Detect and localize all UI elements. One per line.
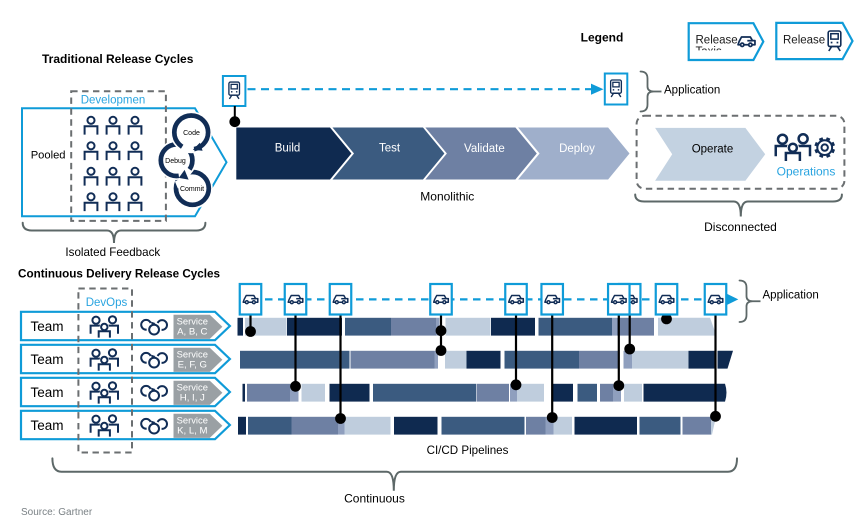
svg-text:Continuous: Continuous <box>344 492 405 506</box>
svg-text:Release: Release <box>696 35 738 47</box>
svg-text:Service: Service <box>177 315 208 326</box>
svg-text:Disconnected: Disconnected <box>704 220 777 234</box>
svg-text:Legend: Legend <box>581 31 624 45</box>
svg-text:Team: Team <box>30 385 63 400</box>
svg-text:Taxis: Taxis <box>696 46 722 58</box>
svg-text:Operations: Operations <box>777 165 836 179</box>
svg-text:Service: Service <box>177 381 208 392</box>
svg-text:Build: Build <box>275 142 301 154</box>
svg-text:Service: Service <box>177 414 208 425</box>
svg-text:Deploy: Deploy <box>559 143 595 155</box>
svg-text:DevOps: DevOps <box>86 297 128 309</box>
svg-text:Release: Release <box>783 35 825 47</box>
svg-text:Team: Team <box>30 418 63 433</box>
svg-text:Application: Application <box>763 290 819 302</box>
svg-text:Pooled: Pooled <box>31 150 66 162</box>
svg-text:Validate: Validate <box>464 143 505 155</box>
svg-text:Test: Test <box>379 143 401 155</box>
svg-text:Service: Service <box>177 348 208 359</box>
svg-text:Code: Code <box>183 130 200 137</box>
svg-text:Team: Team <box>30 319 63 334</box>
svg-text:Traditional Release Cycles: Traditional Release Cycles <box>42 52 194 66</box>
svg-text:Monolithic: Monolithic <box>420 189 474 203</box>
svg-text:Source: Gartner: Source: Gartner <box>21 507 93 518</box>
svg-text:Application: Application <box>664 84 720 96</box>
svg-text:Continuous Delivery Release Cy: Continuous Delivery Release Cycles <box>18 268 221 281</box>
svg-text:A, B, C: A, B, C <box>177 326 207 337</box>
svg-text:Commit: Commit <box>180 186 204 193</box>
svg-text:CI/CD Pipelines: CI/CD Pipelines <box>427 444 509 457</box>
svg-text:Team: Team <box>30 352 63 367</box>
svg-text:Operate: Operate <box>692 143 734 155</box>
svg-text:E, F, G: E, F, G <box>178 359 207 370</box>
svg-text:K, L, M: K, L, M <box>177 425 207 436</box>
svg-text:H, I, J: H, I, J <box>180 392 205 403</box>
svg-text:Isolated Feedback: Isolated Feedback <box>65 246 160 259</box>
svg-text:Debug: Debug <box>165 158 186 165</box>
svg-text:Developmen: Developmen <box>81 95 146 107</box>
